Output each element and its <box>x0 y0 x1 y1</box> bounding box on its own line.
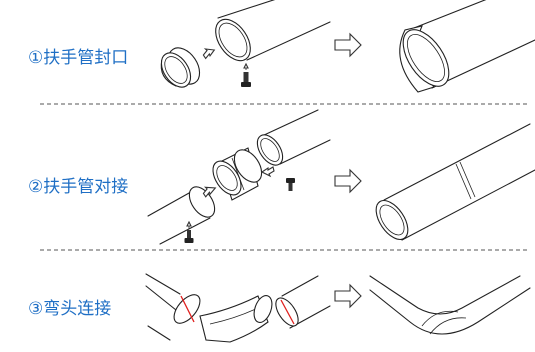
step-2-exploded-view <box>147 109 331 245</box>
elbow-part <box>199 295 273 343</box>
step-2-label: ②扶手管对接 <box>28 177 129 197</box>
step-1-assembled-view <box>399 0 535 93</box>
tube-part <box>256 109 331 166</box>
screw-icon <box>241 62 251 87</box>
step-3-exploded-view <box>145 273 331 343</box>
hollow-arrow-right-icon <box>334 32 362 58</box>
step-3-label: ③弯头连接 <box>28 299 112 319</box>
hollow-arrow-right-icon <box>202 48 216 60</box>
screw-icon <box>184 220 194 243</box>
step-1-exploded-view <box>160 0 331 88</box>
hollow-arrow-right-icon <box>334 283 362 309</box>
step-3-assembled-view <box>369 275 531 335</box>
hollow-arrow-right-icon <box>202 186 217 198</box>
tube-part <box>215 0 331 62</box>
step-2-assembled-view <box>375 123 535 241</box>
screw-icon <box>286 178 295 191</box>
end-cap-part <box>160 47 201 88</box>
connector-sleeve-part <box>212 147 263 201</box>
tube-part <box>145 273 201 341</box>
step-1-label: ①扶手管封口 <box>28 48 129 68</box>
hollow-arrow-right-icon <box>334 168 362 194</box>
hollow-arrow-left-icon <box>260 166 275 178</box>
tube-part <box>275 275 331 329</box>
